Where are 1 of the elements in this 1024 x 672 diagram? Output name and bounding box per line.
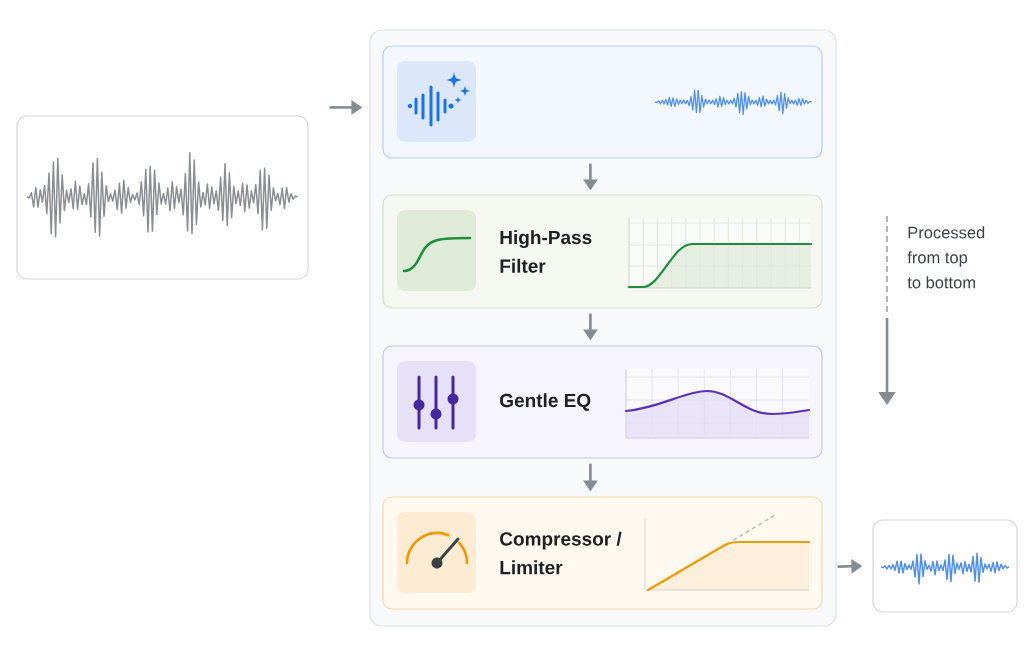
- note: Processed from top to bottom: [907, 226, 985, 289]
